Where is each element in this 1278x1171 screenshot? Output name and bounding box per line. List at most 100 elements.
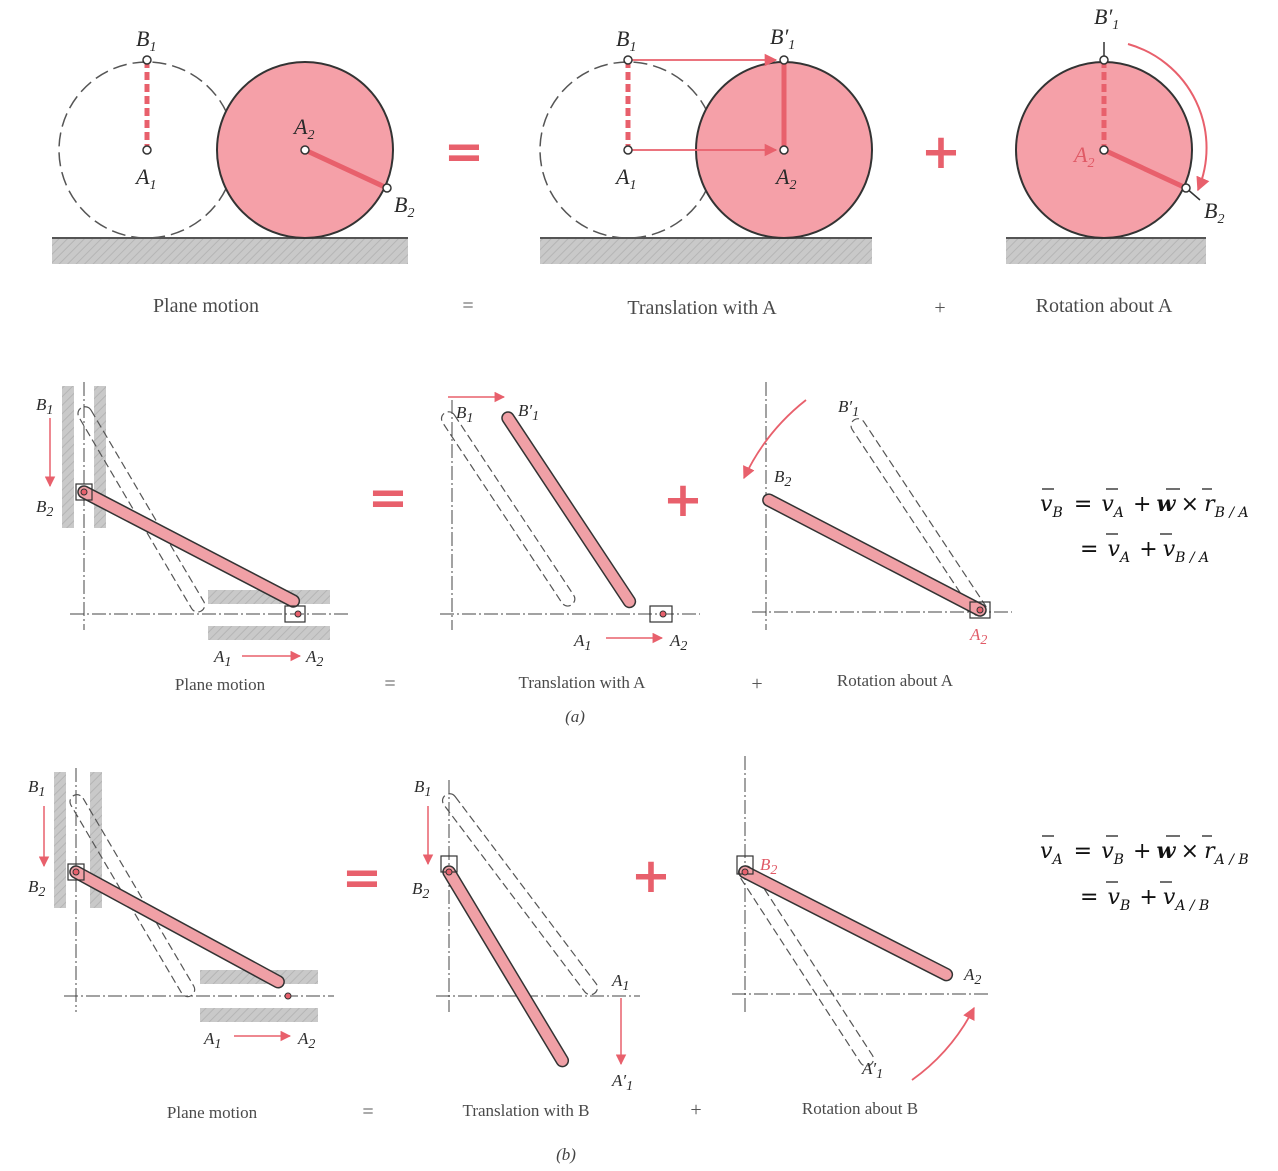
label-b1: B1 [28,777,45,800]
row-b: B1 B2 A1 A2 Plane motion = = B1 B2 A1 A [28,756,1249,1164]
label-a2: A2 [963,965,981,988]
caption-translation: Translation with A [627,297,777,319]
label-a1: A1 [614,164,636,193]
pin-b2 [445,868,453,876]
point-b2 [1181,183,1191,193]
rod-b-rotation-panel: B2 A2 A′1 Rotation about B [732,756,990,1118]
pin-a2 [659,610,667,618]
label-b2: B2 [412,879,429,902]
equals-operator: = [368,470,408,526]
pin-b2 [72,868,80,876]
rod-translated [442,865,570,1068]
point-a2 [1099,145,1109,155]
rod-a-translation-panel: B1 B′1 A1 A2 Translation with A [440,391,700,692]
equals-operator: = [444,124,484,180]
horizontal-guide-bottom [208,626,330,640]
rod-final [77,485,301,608]
rod-initial-outline [440,411,576,607]
equation-b: vA = vB + w × rA / B = vB + vA / B [1040,835,1249,914]
label-a2: A2 [305,647,323,670]
rod-a-plane-motion-panel: B1 B2 A1 A2 Plane motion [36,382,350,694]
caption-rotation: Rotation about A [1036,295,1173,317]
equation-a-line2: = vA + vB / A [1080,537,1209,566]
label-a2: A2 [669,631,687,654]
rotation-arrow [911,1006,975,1081]
label-a1-prime: A′1 [611,1071,633,1094]
ground [1006,238,1206,264]
vertical-guide-left [62,386,74,528]
equation-b-line1: vA = vB + w × rA / B [1040,838,1249,868]
disk-plane-motion-panel: B1 A1 A2 B2 Plane motion [52,26,414,317]
caption-plus: + [690,1099,701,1121]
point-b1 [142,55,152,65]
slider-b2 [75,483,93,501]
disk-translation-panel: B1 B′1 A1 A2 Translation with A [539,24,873,319]
ground [540,238,872,264]
pin-a2 [976,606,984,614]
point-a1 [623,145,633,155]
horizontal-guide-bottom [200,1008,318,1022]
label-a1: A1 [213,647,231,670]
label-b1: B1 [456,403,473,426]
rotation-arrow [1127,43,1210,192]
plus-operator: + [921,124,961,180]
slider-b2 [67,863,85,881]
label-a1: A1 [134,164,156,193]
point-a1 [142,145,152,155]
point-a2 [300,145,310,155]
pin-b2 [80,488,88,496]
caption-plus: + [934,297,945,319]
caption-plane-motion: Plane motion [175,675,266,694]
equation-a-line1: vB = vA + w × rB / A [1040,491,1249,521]
label-b2: B2 [36,497,53,520]
figure-tag-b: (b) [556,1145,576,1164]
caption-equals: = [362,1101,373,1123]
caption-equals: = [462,295,473,317]
label-b1-prime: B′1 [770,24,795,53]
point-b1 [623,55,633,65]
label-b1-prime: B′1 [1094,4,1119,33]
label-b1: B1 [136,26,156,55]
pivot-a2 [969,601,991,619]
equals-operator: = [342,850,382,906]
caption-plane-motion: Plane motion [153,295,259,317]
label-a2: A2 [1072,142,1094,171]
label-b2: B2 [28,877,45,900]
rotation-arrow [743,399,807,480]
rod-rotated [738,865,954,982]
label-a2: A2 [297,1029,315,1052]
rotated-line [1102,147,1188,191]
disk-rotation-panel: B′1 A2 B2 Rotation about A [1006,4,1224,317]
slider-a2 [284,605,306,623]
point-b1-prime [779,55,789,65]
top-row: B1 A1 A2 B2 Plane motion = = B1 B′1 A1 A… [52,4,1224,319]
label-a2: A2 [774,164,796,193]
rod-final [69,865,285,989]
rod-translated [501,411,637,609]
label-b1: B1 [36,395,53,418]
label-b2: B2 [394,192,414,221]
figure-tag-a: (a) [565,707,585,726]
equation-b-line2: = vB + vA / B [1080,885,1209,914]
label-a1-prime: A′1 [861,1059,883,1082]
caption-equals: = [384,673,395,695]
caption-translation: Translation with A [519,673,647,692]
equation-a: vB = vA + w × rB / A = vA + vB / A [1040,488,1249,566]
point-b1-prime [1099,55,1109,65]
rod-b-plane-motion-panel: B1 B2 A1 A2 Plane motion [28,768,334,1122]
pin-a2 [294,610,302,618]
rod-translated-outline [737,865,875,1067]
caption-plus: + [751,673,762,695]
caption-plane-motion: Plane motion [167,1103,258,1122]
caption-rotation: Rotation about B [802,1099,918,1118]
vertical-guide-left [54,772,66,908]
label-a1: A1 [203,1029,221,1052]
pin-b2 [741,868,749,876]
label-a1: A1 [573,631,591,654]
point-a2 [779,145,789,155]
rod-initial-outline [442,793,599,996]
label-a2: A2 [969,625,987,648]
label-b1: B1 [414,777,431,800]
rod-a-rotation-panel: B′1 B2 A2 Rotation about A [743,382,1012,690]
